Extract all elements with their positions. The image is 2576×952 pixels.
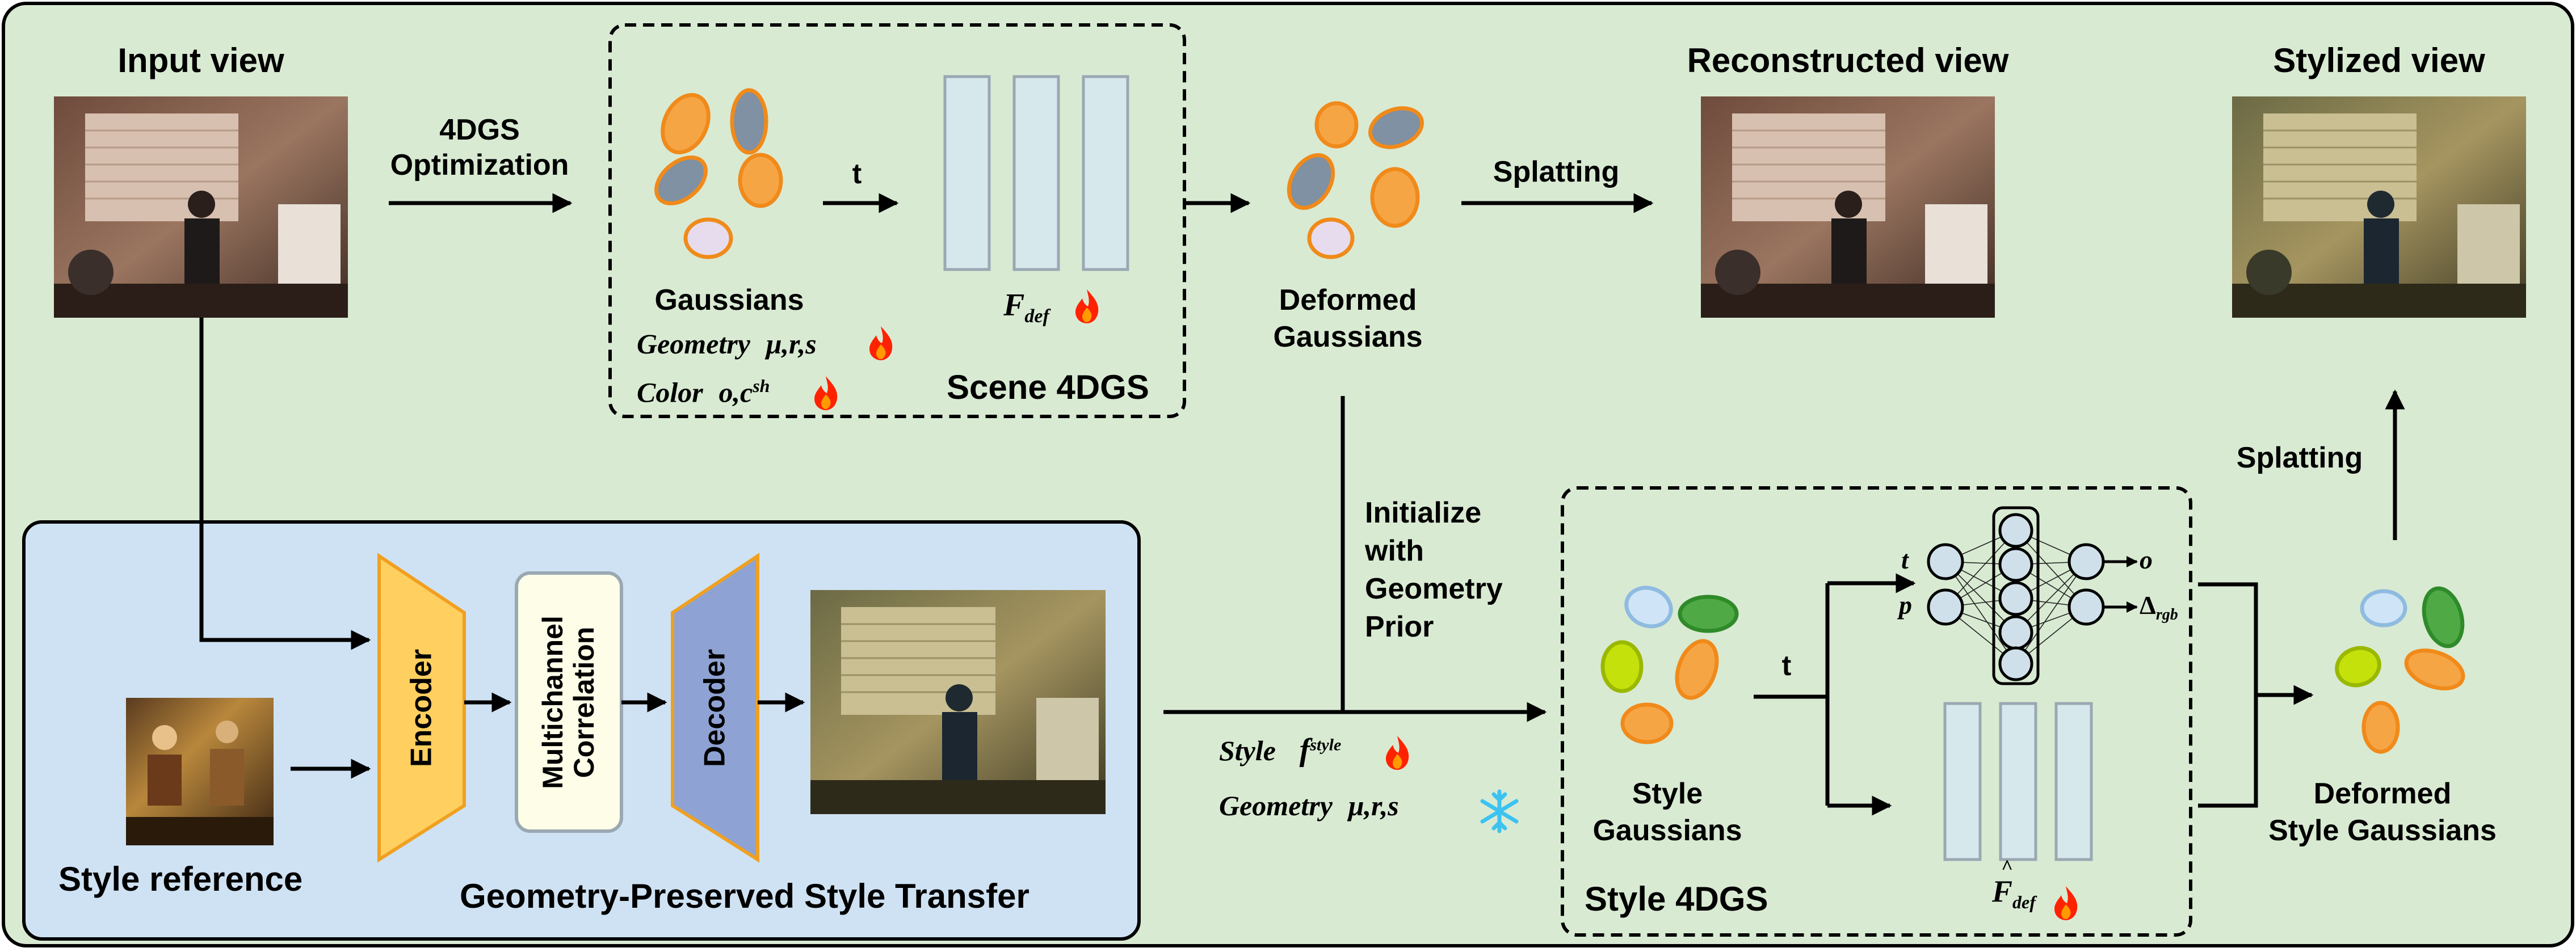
scene-time-label: t <box>852 158 862 189</box>
mlp-input-p: p <box>1899 590 1912 621</box>
encoder-label: Encoder <box>405 648 438 768</box>
scene-4dgs-title: Scene 4DGS <box>947 368 1149 406</box>
style-deformation-columns <box>1943 702 2093 861</box>
mlp-output-delta-sub: rgb <box>2155 606 2178 624</box>
correlation-label-line1: Multichannel <box>537 616 569 789</box>
style-geometry-label: Geometry <box>1219 790 1333 822</box>
style-fdef-hat: ^ <box>2001 856 2013 878</box>
deformed-gaussians-line2: Gaussians <box>1273 321 1423 353</box>
splatting-right-label: Splatting <box>2236 441 2363 474</box>
mlp-output-o: o <box>2140 545 2153 575</box>
mlp-network <box>1927 506 2138 685</box>
input-view-image <box>54 96 348 318</box>
reconstructed-view-title: Reconstructed view <box>1687 41 2009 79</box>
decoder-block <box>671 553 759 863</box>
style-reference-label: Style reference <box>58 860 303 898</box>
mlp-input-p-text: p <box>1899 591 1912 620</box>
transfer-panel-title: Geometry-Preserved Style Transfer <box>460 877 1029 915</box>
style-reference-image <box>126 698 274 845</box>
scene-geometry-params: μ,r,s <box>766 328 817 360</box>
correlation-label-line2: Correlation <box>568 626 600 778</box>
scene-color-label: Color <box>637 376 703 408</box>
mlp-input-t: t <box>1901 545 1909 575</box>
transfer-output-image <box>810 590 1106 814</box>
mlp-output-delta-text: Δ <box>2140 591 2156 620</box>
deformed-style-gaussians <box>2335 586 2465 754</box>
deformed-gaussians-line1: Deformed <box>1279 284 1417 317</box>
mlp-output-delta: Δrgb <box>2140 590 2178 624</box>
style-time-label: t <box>1781 650 1792 681</box>
style-fdef-main: F <box>1992 874 2013 908</box>
init-line2: with <box>1365 534 1424 567</box>
init-line1: Initialize <box>1365 496 1482 529</box>
style-4dgs-box <box>1561 486 2192 937</box>
scene-fdef-label: Fdef <box>1003 287 1049 327</box>
scene-color-params-sup: sh <box>753 376 770 396</box>
gaussians-label: Gaussians <box>654 284 804 317</box>
scene-fdef-sub: def <box>1024 306 1049 327</box>
stylized-view-title: Stylized view <box>2273 41 2485 79</box>
scene-color-row: Color o,csh <box>637 376 770 409</box>
encoder-block <box>377 553 466 863</box>
style-geometry-row: Geometry μ,r,s <box>1219 790 1399 823</box>
style-fdef-sub: def <box>2012 891 2036 912</box>
style-geometry-params: μ,r,s <box>1348 790 1399 822</box>
scene-geometry-label: Geometry <box>637 328 750 360</box>
style-feature-row: Style fstyle <box>1219 732 1341 768</box>
optimization-label-line1: 4DGS <box>439 113 520 146</box>
snowflake-icon <box>1480 789 1519 833</box>
style-gaussians-line2: Gaussians <box>1592 814 1742 847</box>
correlation-label: Multichannel Correlation <box>537 583 600 822</box>
style-fdef-label: F ^ def <box>1992 856 2036 913</box>
deformed-style-gaussians-line1: Deformed <box>2313 777 2452 810</box>
mlp-output-o-text: o <box>2140 545 2153 574</box>
init-line4: Prior <box>1365 610 1434 643</box>
scene-deformation-columns <box>943 75 1129 271</box>
style-feature-main: f <box>1299 732 1310 768</box>
init-line3: Geometry <box>1365 572 1503 605</box>
style-gaussians <box>1600 585 1739 744</box>
input-view-title: Input view <box>117 41 284 79</box>
stylized-view-image <box>2232 96 2526 318</box>
scene-color-params: o,c <box>718 376 753 408</box>
deformed-gaussians <box>1287 101 1424 259</box>
deformed-style-gaussians-line2: Style Gaussians <box>2268 814 2497 847</box>
scene-4dgs-box <box>608 23 1186 418</box>
splatting-top-label: Splatting <box>1493 155 1620 188</box>
style-feature-label: Style <box>1219 735 1276 766</box>
decoder-label: Decoder <box>698 648 732 768</box>
connections <box>199 193 2405 816</box>
mlp-input-t-text: t <box>1901 545 1909 574</box>
scene-gaussians <box>654 88 783 259</box>
style-feature-sup: style <box>1310 735 1342 755</box>
scene-geometry-row: Geometry μ,r,s <box>637 328 817 361</box>
style-4dgs-title: Style 4DGS <box>1585 880 1768 918</box>
reconstructed-view-image <box>1701 96 1995 318</box>
scene-fdef-main: F <box>1003 288 1025 323</box>
optimization-label-line2: Optimization <box>390 149 569 182</box>
style-gaussians-line1: Style <box>1632 777 1703 810</box>
